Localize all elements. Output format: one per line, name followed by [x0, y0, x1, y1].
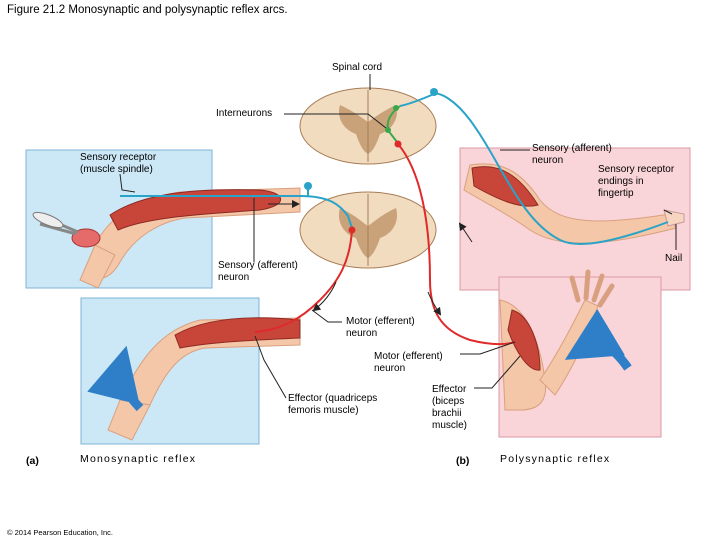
label-effector-quadriceps: Effector (quadriceps femoris muscle) — [288, 393, 378, 416]
label-nail: Nail — [665, 253, 683, 264]
leg-bottom-illustration — [87, 317, 301, 441]
label-sensory-afferent-neuron-a: Sensory (afferent) neuron — [218, 260, 298, 283]
sensory-neuron-root-b — [399, 93, 435, 107]
sensory-cell-body-a — [304, 182, 312, 190]
label-motor-efferent-neuron-b: Motor (efferent) neuron — [374, 351, 443, 374]
arrow-sensory-b — [458, 222, 473, 243]
panel-a-letter: (a) — [26, 455, 39, 467]
label-sensory-receptor-muscle-spindle: Sensory receptor (muscle spindle) — [80, 152, 157, 175]
label-interneurons: Interneurons — [216, 108, 273, 119]
interneuron-synapse-2 — [385, 127, 391, 133]
arrow-motor-b — [427, 291, 442, 316]
panel-b-caption: Polysynaptic reflex — [500, 453, 611, 465]
sensory-cell-body-b — [430, 88, 438, 96]
sensory-neuron-path-b — [433, 92, 669, 245]
leader-effector-quadriceps — [254, 335, 287, 399]
motor-synapse-b — [394, 140, 402, 148]
panel-b-letter: (b) — [456, 455, 470, 467]
label-sensory-afferent-neuron-b: Sensory (afferent) neuron — [532, 143, 612, 166]
leader-interneurons — [284, 113, 387, 129]
panel-a-caption: Monosynaptic reflex — [80, 453, 197, 465]
leader-motor-b — [460, 341, 516, 355]
motor-neuron-path-a — [254, 229, 353, 333]
leader-effector-biceps — [474, 355, 521, 389]
leader-muscle-spindle — [119, 173, 136, 193]
leader-motor-a — [311, 309, 342, 323]
label-motor-efferent-neuron-a: Motor (efferent) neuron — [346, 316, 415, 339]
arrow-motor-a — [312, 281, 337, 312]
interneuron-synapse-1 — [393, 105, 399, 111]
copyright-notice: © 2014 Pearson Education, Inc. — [7, 528, 114, 537]
motor-synapse-a — [348, 226, 356, 234]
arm-bottom-illustration — [499, 269, 632, 411]
spinal-cord-top — [299, 87, 437, 165]
spinal-cord-bottom — [299, 191, 437, 269]
label-sensory-receptor-fingertip: Sensory receptor endings in fingertip — [598, 164, 675, 199]
leg-top-illustration — [32, 187, 301, 289]
label-effector-biceps: Effector (biceps brachii muscle) — [432, 384, 468, 431]
sensory-neuron-path-a — [120, 195, 353, 229]
leader-fingertip — [663, 209, 673, 215]
label-spinal-cord: Spinal cord — [332, 62, 383, 73]
figure-title: Figure 21.2 Monosynaptic and polysynapti… — [7, 4, 288, 16]
